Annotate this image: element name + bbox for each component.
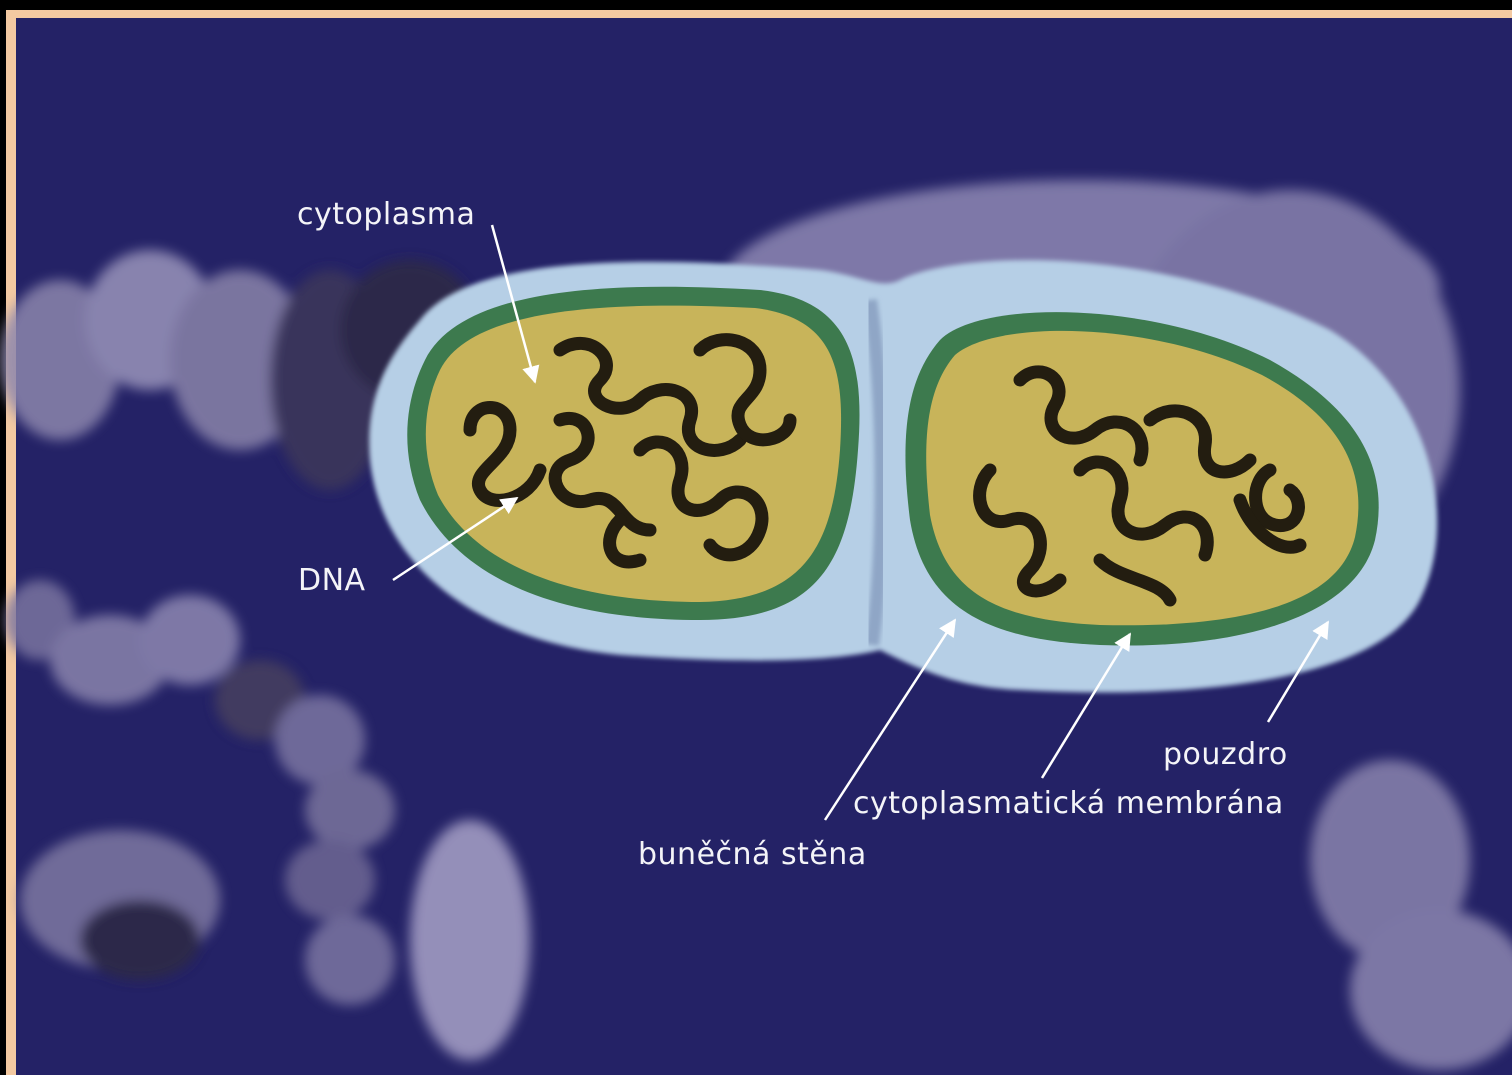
dividing-bacterium	[369, 260, 1437, 692]
label-capsule: pouzdro	[1163, 737, 1288, 772]
label-wall: buněčná stěna	[638, 837, 867, 872]
label-cytoplasm: cytoplasma	[297, 197, 475, 232]
label-membrane: cytoplasmatická membrána	[853, 786, 1284, 821]
label-dna: DNA	[298, 563, 366, 598]
